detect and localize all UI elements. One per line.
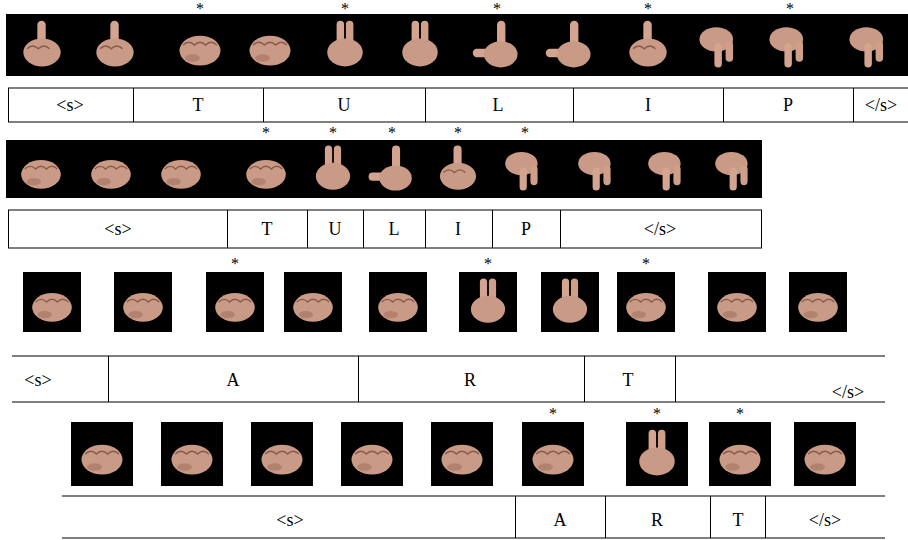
- keyframe-star: *: [341, 1, 349, 17]
- keyframe-star: *: [642, 256, 650, 272]
- keyframe-star: *: [549, 406, 557, 422]
- segment-label: L: [389, 220, 400, 238]
- keyframe-star: *: [231, 256, 239, 272]
- segment-label: R: [651, 511, 663, 529]
- segment-label: <s>: [56, 96, 83, 114]
- keyframe-star: *: [644, 1, 652, 17]
- segment-label: </s>: [809, 511, 841, 529]
- keyframe-star: *: [493, 1, 501, 17]
- segment-label: I: [645, 96, 651, 114]
- segment-label: <s>: [104, 220, 131, 238]
- segment-label: T: [623, 371, 634, 389]
- keyframe-star: *: [736, 406, 744, 422]
- segment-label: <s>: [24, 371, 51, 389]
- keyframe-star: *: [521, 125, 529, 141]
- segment-label: </s>: [644, 220, 676, 238]
- keyframe-star: *: [388, 125, 396, 141]
- segment-label: P: [521, 220, 531, 238]
- keyframe-star: *: [454, 125, 462, 141]
- segment-label: U: [338, 96, 351, 114]
- keyframe-star: *: [484, 256, 492, 272]
- keyframe-star: *: [786, 1, 794, 17]
- segment-label: T: [193, 96, 204, 114]
- keyframe-star: *: [653, 406, 661, 422]
- segment-label: L: [493, 96, 504, 114]
- keyframe-star: *: [196, 1, 204, 17]
- segment-label: P: [783, 96, 793, 114]
- segment-label: A: [227, 371, 240, 389]
- segment-label: A: [554, 511, 567, 529]
- segment-label: </s>: [832, 383, 864, 401]
- segment-label: I: [455, 220, 461, 238]
- segment-label: </s>: [865, 96, 897, 114]
- segment-label: <s>: [276, 511, 303, 529]
- segment-label: R: [464, 371, 476, 389]
- segment-label: U: [329, 220, 342, 238]
- keyframe-star: *: [262, 125, 270, 141]
- keyframe-star: *: [329, 125, 337, 141]
- segment-label: T: [262, 220, 273, 238]
- segment-label: T: [733, 511, 744, 529]
